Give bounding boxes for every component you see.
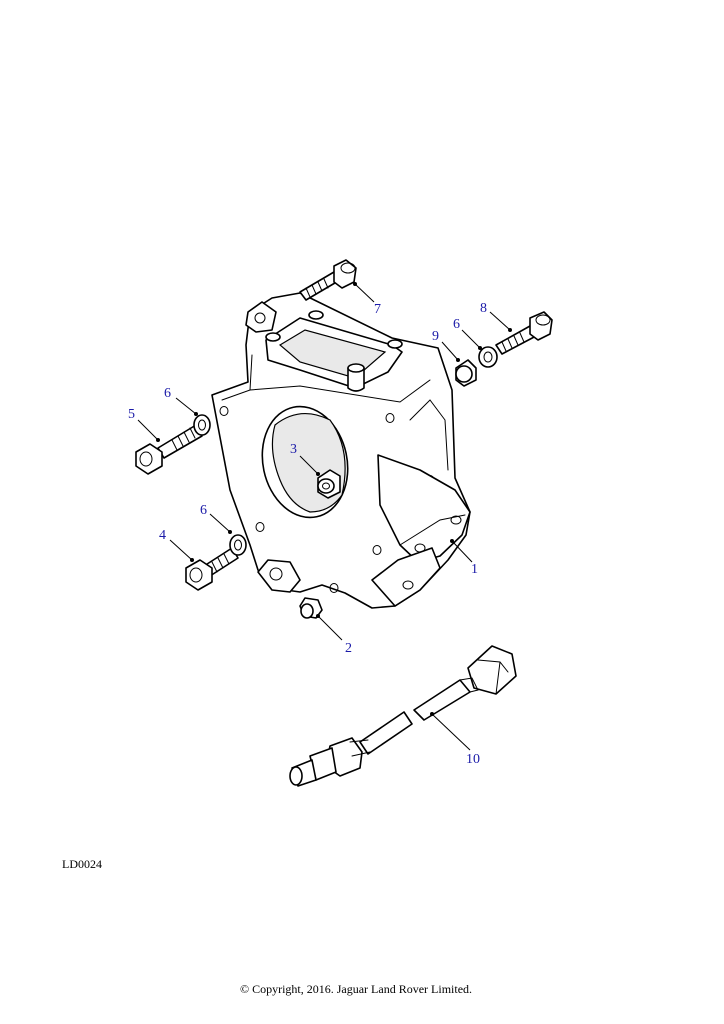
washer-part-6-lower-left: [229, 534, 247, 556]
sleeve-part-3: [317, 469, 341, 499]
callout-6-upper-left: 6: [164, 386, 171, 401]
washer-part-6-upper-left: [193, 414, 211, 436]
callout-7: 7: [374, 302, 381, 317]
callout-9: 9: [432, 329, 439, 344]
leader-lines: [137, 282, 512, 751]
sensor-part-10: [289, 645, 517, 787]
callout-3: 3: [290, 442, 297, 457]
callout-2: 2: [345, 641, 352, 656]
plug-part-2: [299, 597, 323, 619]
callout-5: 5: [128, 407, 135, 422]
washer-part-6-right: [478, 346, 498, 368]
callout-10: 10: [466, 752, 480, 767]
callout-8: 8: [480, 301, 487, 316]
bolt-part-7: [299, 259, 357, 301]
diagram-id-code: LD0024: [62, 857, 102, 871]
callout-1: 1: [471, 562, 478, 577]
bolt-part-4: [185, 547, 239, 591]
callout-4: 4: [159, 528, 166, 543]
callout-6-right: 6: [453, 317, 460, 332]
bolt-part-5: [135, 424, 203, 475]
spacer-part-9: [455, 359, 477, 387]
copyright-notice: © Copyright, 2016. Jaguar Land Rover Lim…: [239, 982, 473, 996]
bolt-part-8: [495, 311, 553, 355]
callout-6-lower-left: 6: [200, 503, 207, 518]
callout-labels: 1 2 3 4 5 6 6 6 7 8 9 10: [128, 301, 487, 767]
